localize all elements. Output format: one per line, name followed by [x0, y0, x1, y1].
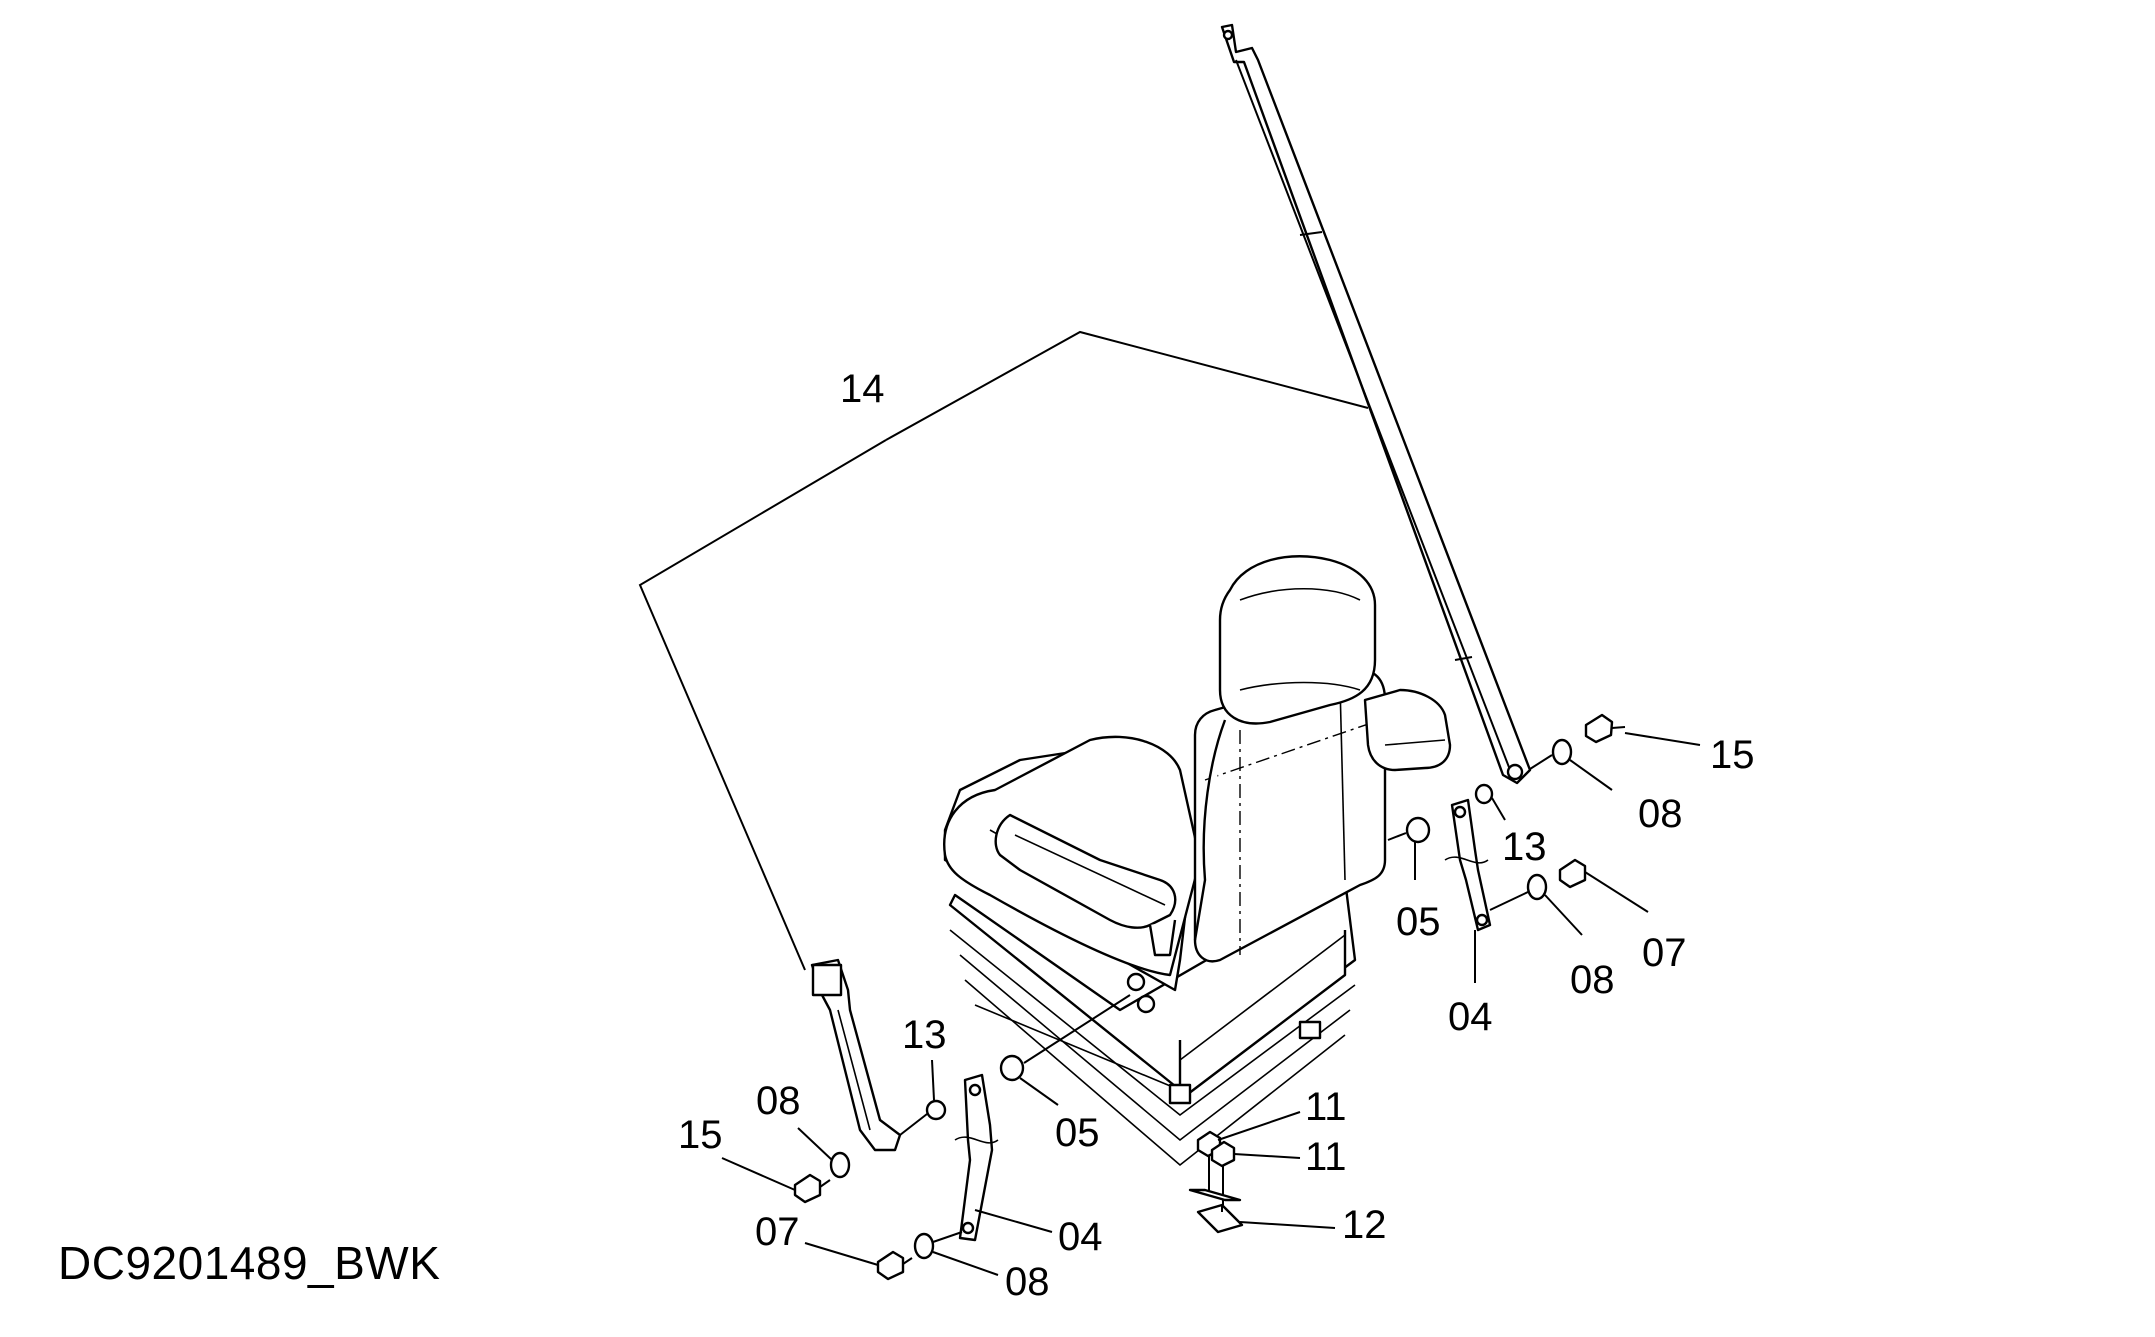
callout-04-right: 04 — [1448, 995, 1493, 1039]
drawing-id-label: DC9201489_BWK — [58, 1237, 441, 1289]
callout-labels: 14 15 08 13 05 07 08 04 13 05 08 15 04 0… — [678, 367, 1755, 1304]
callout-13-right: 13 — [1502, 825, 1547, 869]
callout-05-left: 05 — [1055, 1111, 1100, 1155]
callout-04-left: 04 — [1058, 1215, 1103, 1259]
bracket-assembly — [1188, 1130, 1244, 1234]
shoulder-belt — [1220, 23, 1532, 785]
callout-07-right: 07 — [1642, 931, 1687, 975]
callout-15-right: 15 — [1710, 733, 1755, 777]
right-hardware — [1387, 713, 1626, 932]
callout-05-right: 05 — [1396, 900, 1441, 944]
callout-08-left-top: 08 — [756, 1079, 801, 1123]
left-hardware — [793, 994, 1131, 1281]
operator-seat — [943, 555, 1452, 1167]
callout-13-left: 13 — [902, 1013, 947, 1057]
callout-12: 12 — [1342, 1203, 1387, 1247]
callout-08-right-top: 08 — [1638, 792, 1683, 836]
callout-14: 14 — [840, 367, 885, 411]
callout-08-left-bottom: 08 — [1005, 1260, 1050, 1304]
callout-07-left: 07 — [755, 1210, 800, 1254]
buckle-belt — [810, 958, 902, 1152]
callout-15-left: 15 — [678, 1113, 723, 1157]
callout-11-bottom: 11 — [1305, 1135, 1347, 1179]
leader-lines — [721, 732, 1701, 1276]
callout-11-top: 11 — [1305, 1085, 1347, 1129]
callout-08-right-bottom: 08 — [1570, 958, 1615, 1002]
